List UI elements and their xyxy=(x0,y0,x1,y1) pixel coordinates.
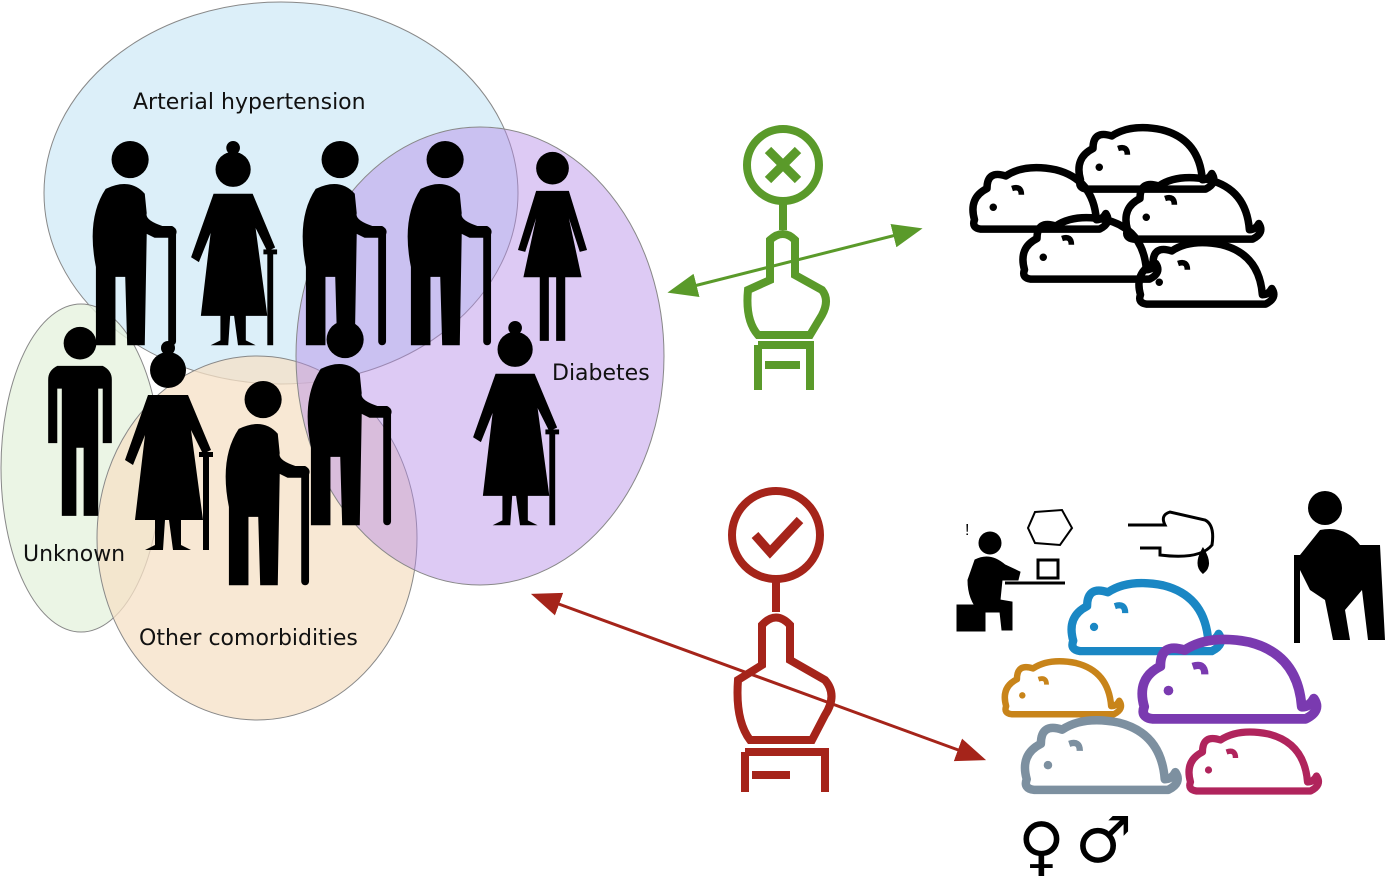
male-symbol-icon: ♂ xyxy=(1075,804,1132,878)
reject-magnifier-icon xyxy=(743,125,830,390)
comorbid-mice-group xyxy=(1005,583,1319,791)
reject-arrow xyxy=(667,224,923,297)
label-other-comorbidities: Other comorbidities xyxy=(139,626,358,651)
label-unknown: Unknown xyxy=(23,542,125,567)
finger-prick-icon xyxy=(1128,510,1215,574)
accept-arrow xyxy=(530,592,987,762)
elderly-person-icon xyxy=(1294,491,1385,643)
svg-text:!: ! xyxy=(965,522,969,539)
female-symbol-icon: ♀ xyxy=(1018,810,1065,884)
blood-pressure-icon: ! xyxy=(956,508,1074,632)
label-hypertension: Arterial hypertension xyxy=(133,90,366,115)
label-diabetes: Diabetes xyxy=(552,361,650,386)
accept-magnifier-icon xyxy=(728,487,836,792)
standard-mice-group xyxy=(973,128,1274,304)
